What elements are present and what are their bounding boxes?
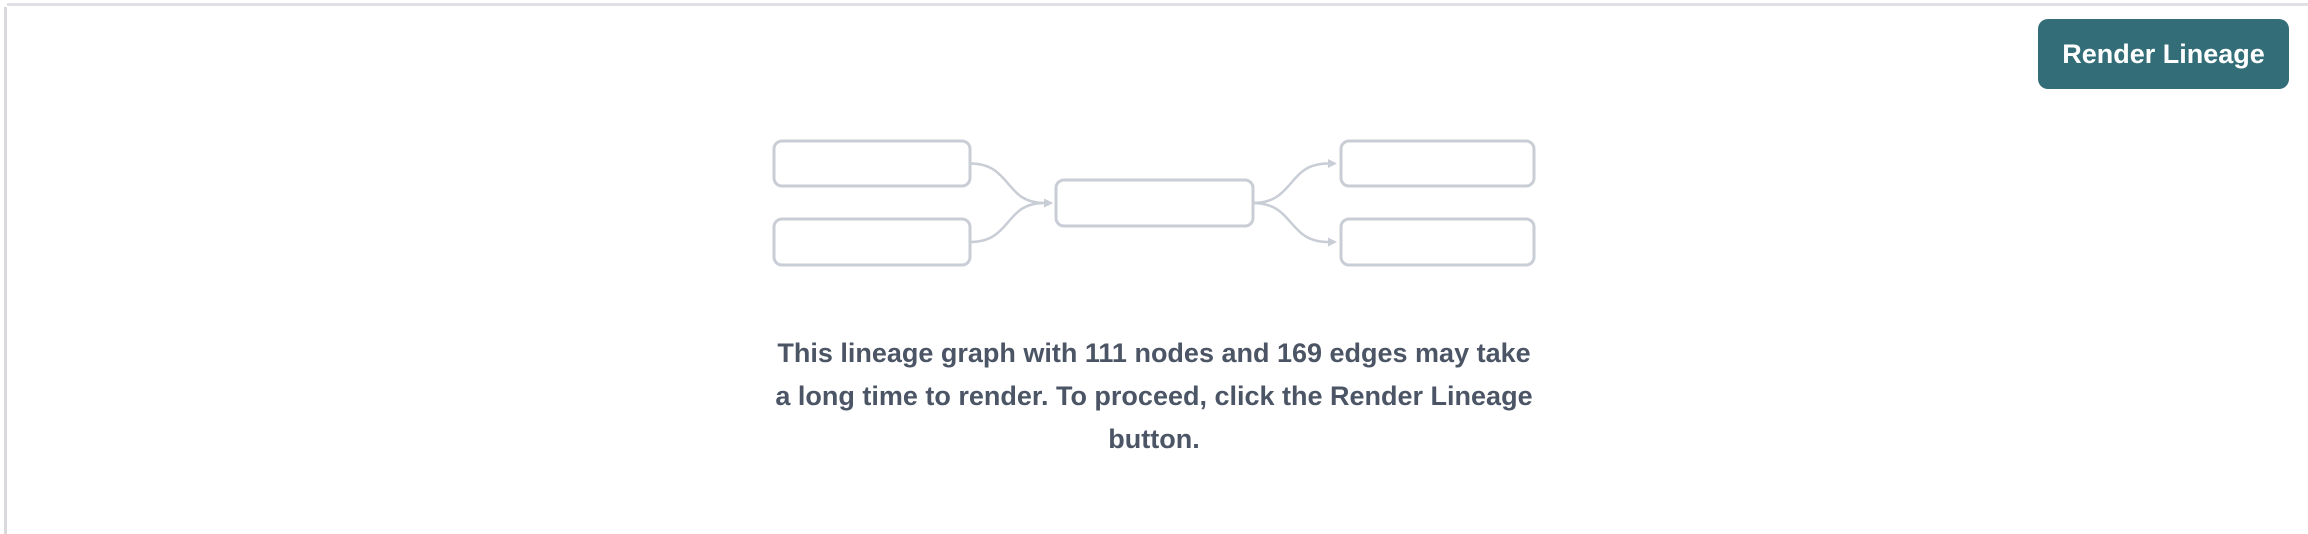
placeholder-edge <box>969 162 1053 208</box>
placeholder-node <box>772 217 972 267</box>
placeholder-edge <box>1252 201 1337 247</box>
left-divider <box>4 7 7 534</box>
lineage-empty-state: This lineage graph with 111 nodes and 16… <box>768 133 1540 461</box>
placeholder-node <box>1339 217 1536 267</box>
placeholder-edge <box>969 198 1053 244</box>
placeholder-node <box>1339 139 1536 188</box>
render-lineage-button[interactable]: Render Lineage <box>2038 19 2289 89</box>
placeholder-node <box>1054 178 1255 228</box>
placeholder-node <box>772 139 972 188</box>
top-divider <box>7 3 2308 6</box>
lineage-graph-placeholder-icon <box>772 139 1536 267</box>
placeholder-edge <box>1252 159 1337 205</box>
lineage-warning-message: This lineage graph with 111 nodes and 16… <box>775 338 1533 454</box>
